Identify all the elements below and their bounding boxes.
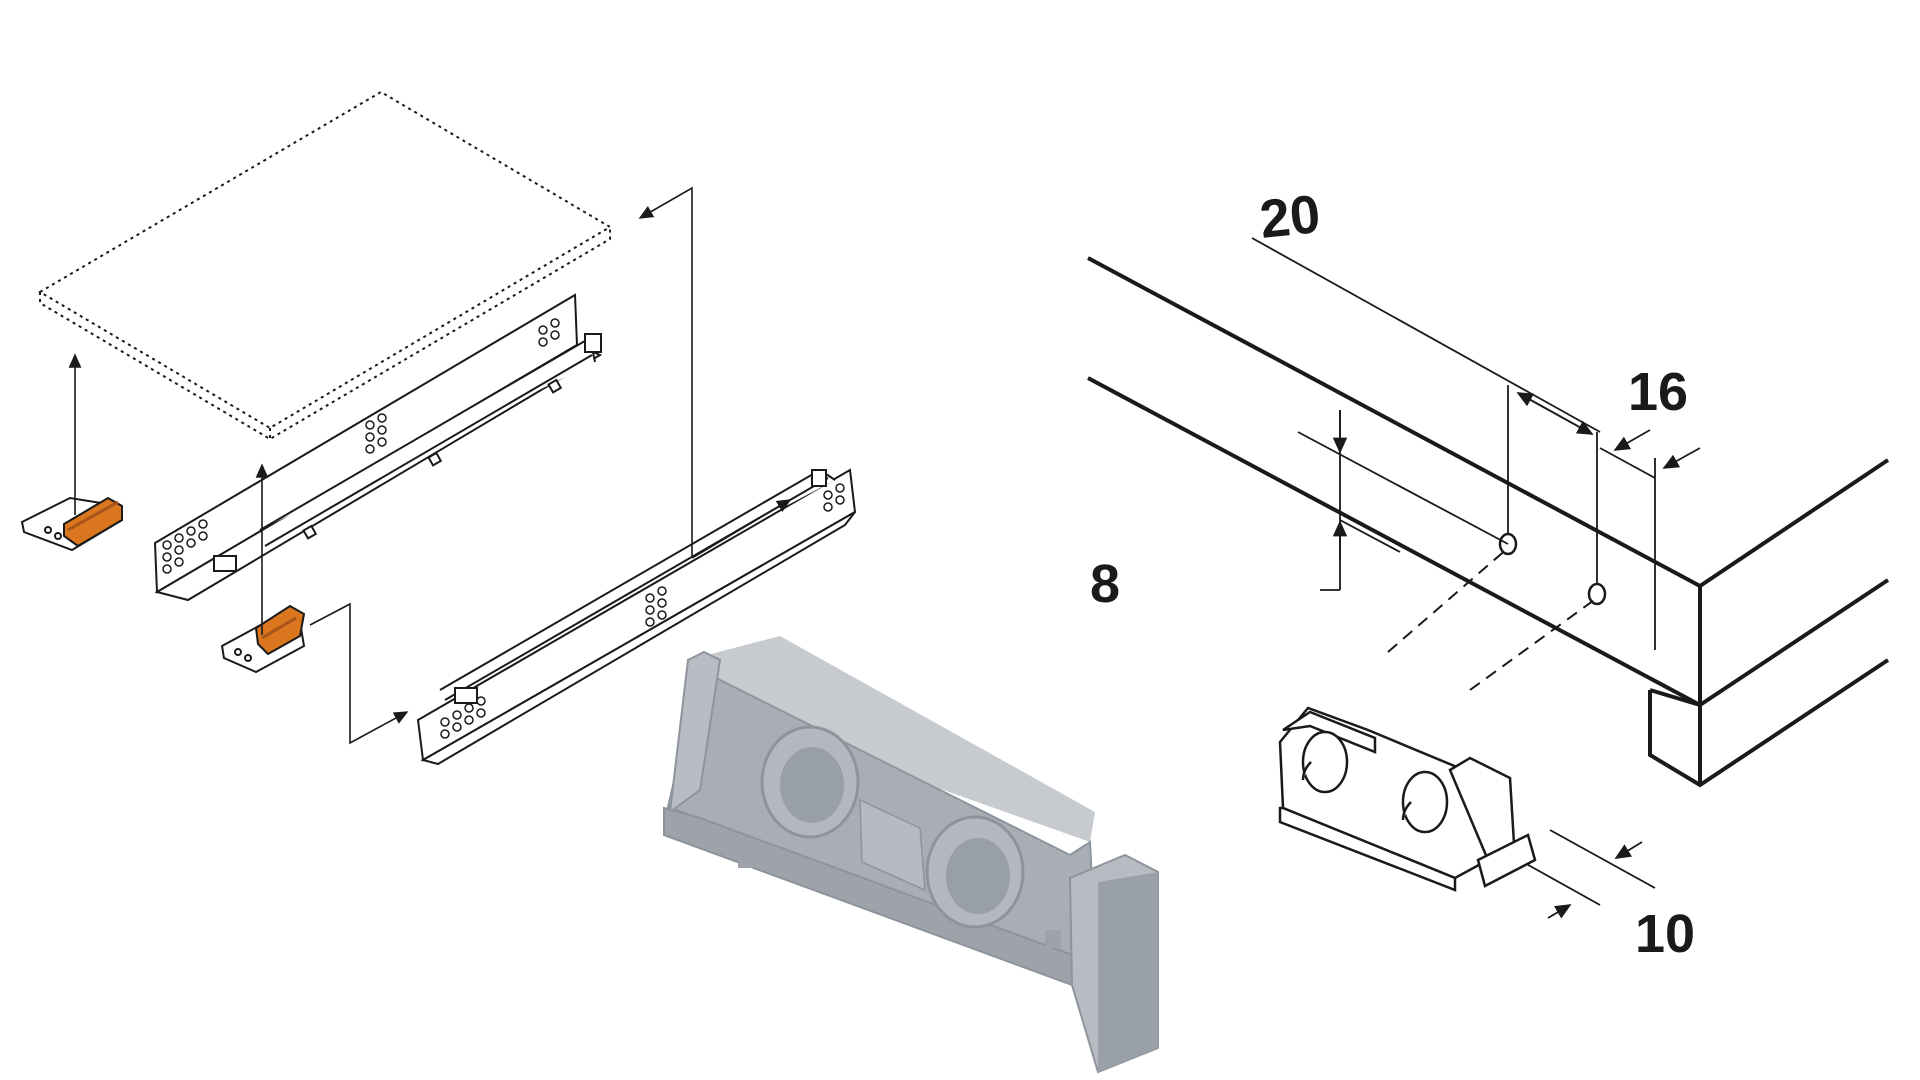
- dim-clip-depth: 10: [1635, 904, 1695, 964]
- grey-clip-part: [663, 636, 1159, 1074]
- grey-part-bores: [760, 725, 1025, 929]
- locking-clip-left: [20, 496, 124, 552]
- projection-lines: [1387, 547, 1598, 691]
- runner-right-holes: [440, 483, 845, 739]
- dim-hole-spacing: 20: [1257, 184, 1323, 250]
- dimension-drawing: 20 16 8 10: [1087, 184, 1890, 964]
- dimension-lines: [1251, 237, 1701, 919]
- dim-height-offset: 8: [1090, 554, 1120, 614]
- drawer-side-panel: [1087, 256, 1890, 788]
- exploded-assembly: [20, 90, 857, 766]
- clip-outline: [1278, 706, 1537, 892]
- runner-left: [153, 293, 603, 602]
- locking-clip-right: [220, 604, 306, 674]
- dim-edge-offset: 16: [1628, 362, 1688, 422]
- drawer-bottom-dotted: [38, 90, 612, 441]
- runner-right: [416, 468, 857, 766]
- runner-left-holes: [162, 318, 560, 574]
- assembly-arrows: [68, 186, 792, 745]
